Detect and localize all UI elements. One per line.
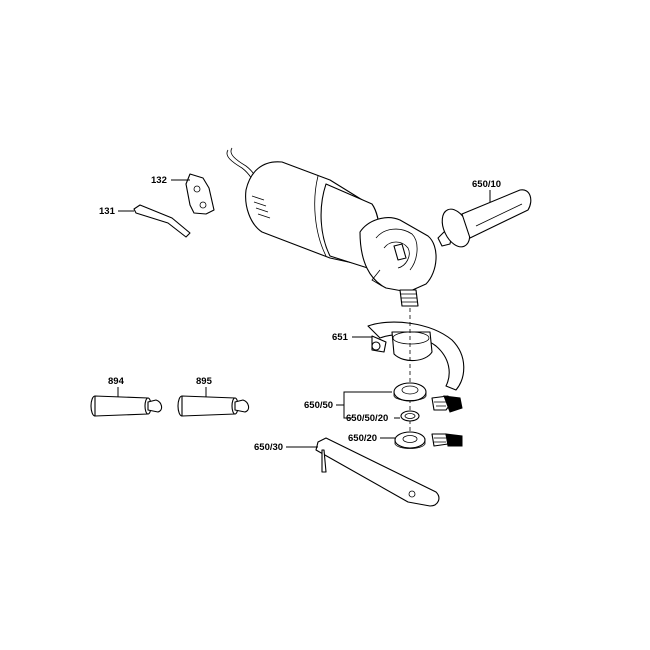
part-650-30-spanner[interactable] — [315, 437, 440, 507]
part-650-50-20-o-ring[interactable] — [400, 410, 420, 422]
label-895: 895 — [196, 376, 213, 387]
part-895-carbon-brush[interactable] — [177, 395, 250, 417]
label-650-30: 650/30 — [254, 442, 283, 453]
label-131: 131 — [99, 206, 116, 217]
part-132-bracket[interactable] — [185, 173, 215, 215]
part-894-carbon-brush[interactable] — [90, 395, 163, 417]
part-650-10-side-handle[interactable] — [437, 189, 532, 251]
label-651: 651 — [332, 332, 349, 343]
part-650-20-clamping-nut[interactable] — [394, 431, 426, 449]
angle-grinder-body[interactable] — [226, 147, 437, 307]
part-651-wheel-guard[interactable] — [367, 321, 465, 391]
part-650-50-flange[interactable] — [393, 382, 427, 402]
part-131-hex-key[interactable] — [133, 204, 191, 238]
label-650-50-20: 650/50/20 — [346, 413, 388, 424]
flange-orientation-symbol-upper — [431, 395, 463, 413]
label-650-10: 650/10 — [472, 179, 501, 190]
label-650-20: 650/20 — [348, 433, 377, 444]
label-132: 132 — [151, 175, 167, 186]
flange-orientation-symbol-lower — [431, 433, 463, 447]
label-894: 894 — [108, 376, 125, 387]
label-650-50: 650/50 — [304, 400, 333, 411]
